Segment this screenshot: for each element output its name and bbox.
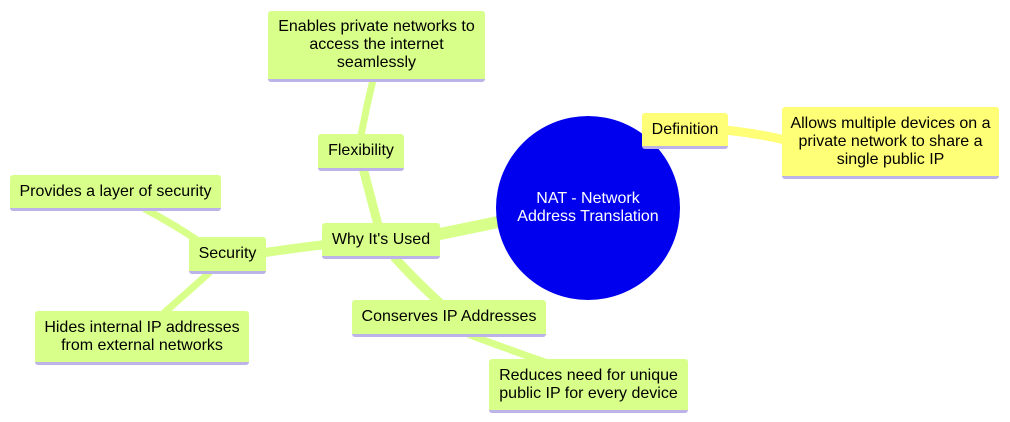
node-security-layer: Provides a layer of security xyxy=(10,175,221,211)
root-node-label: NAT - Network Address Translation xyxy=(517,190,659,225)
node-flexibility-label: Flexibility xyxy=(328,142,394,159)
node-why-its-used-label: Why It's Used xyxy=(331,230,431,248)
node-conserves-detail: Reduces need for unique public IP for ev… xyxy=(489,359,688,413)
node-security-layer-label: Provides a layer of security xyxy=(19,182,212,200)
node-conserves-detail-label: Reduces need for unique public IP for ev… xyxy=(499,366,678,402)
node-security: Security xyxy=(189,237,266,274)
node-flexibility-detail-label: Enables private networks to access the i… xyxy=(278,18,475,71)
edge-why-security xyxy=(257,239,335,258)
edge-conserves-detail xyxy=(466,331,549,366)
edge-security-hides xyxy=(161,268,214,316)
node-flexibility: Flexibility xyxy=(318,134,404,171)
node-security-hides: Hides internal IP addresses from externa… xyxy=(35,311,249,365)
node-flexibility-detail: Enables private networks to access the i… xyxy=(268,11,485,82)
edge-why-conserves xyxy=(390,253,445,308)
node-definition-detail: Allows multiple devices on a private net… xyxy=(782,107,999,179)
node-why-its-used: Why It's Used xyxy=(322,223,440,259)
node-definition-label: Definition xyxy=(651,120,719,138)
node-conserves-ip-label: Conserves IP Addresses xyxy=(361,308,537,325)
node-security-label: Security xyxy=(198,245,257,262)
node-security-hides-label: Hides internal IP addresses from externa… xyxy=(44,318,240,354)
edge-why-flexibility xyxy=(358,163,383,230)
node-conserves-ip: Conserves IP Addresses xyxy=(352,300,546,337)
edge-flexibility-detail xyxy=(357,76,377,140)
node-definition-detail-label: Allows multiple devices on a private net… xyxy=(790,114,991,168)
edge-definition-detail xyxy=(720,125,790,145)
node-definition: Definition xyxy=(642,113,728,149)
